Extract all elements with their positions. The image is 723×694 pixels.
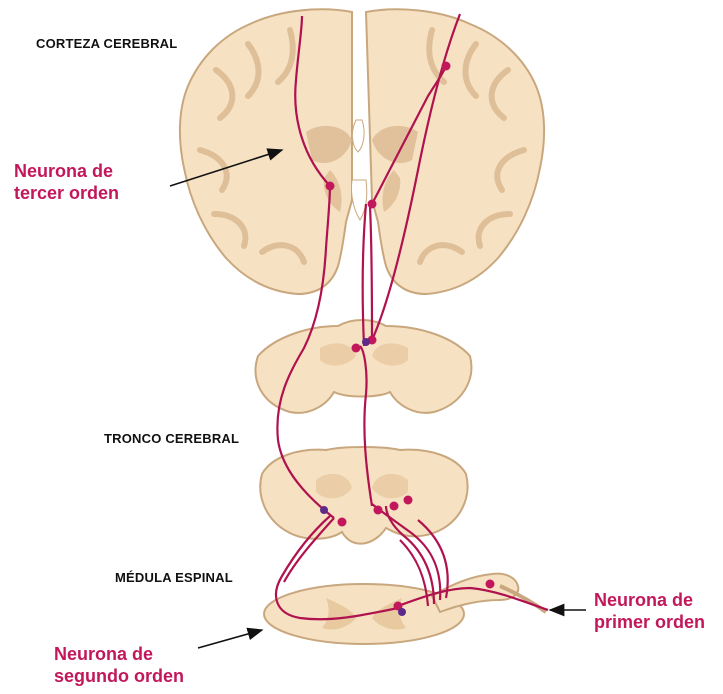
medulla-soma-2 [374,506,383,515]
label-first-order-neuron: Neurona de primer orden [594,589,705,633]
third-order-line1: Neurona de [14,160,119,182]
first-order-line2: primer orden [594,611,705,633]
midbrain-soma-1 [352,344,361,353]
medulla-soma-3 [390,502,399,511]
brainstem-lower-section [260,447,467,544]
brain-coronal-section [180,9,544,294]
third-order-soma-left [326,182,335,191]
medulla-soma-1 [338,518,347,527]
second-order-line2: segundo orden [54,665,184,687]
label-spinal-cord: MÉDULA ESPINAL [115,570,233,585]
label-second-order-neuron: Neurona de segundo orden [54,643,184,687]
spinal-cord-section [264,574,546,644]
label-brainstem: TRONCO CEREBRAL [104,431,239,446]
medulla-soma-4 [404,496,413,505]
cortical-terminal [442,62,451,71]
first-order-soma [486,580,495,589]
third-order-line2: tercer orden [14,182,119,204]
label-cortex: CORTEZA CEREBRAL [36,36,177,51]
third-order-soma-right [368,200,377,209]
first-order-line1: Neurona de [594,589,705,611]
label-third-order-neuron: Neurona de tercer orden [14,160,119,204]
second-order-line1: Neurona de [54,643,184,665]
arrow-second-order [198,630,262,648]
